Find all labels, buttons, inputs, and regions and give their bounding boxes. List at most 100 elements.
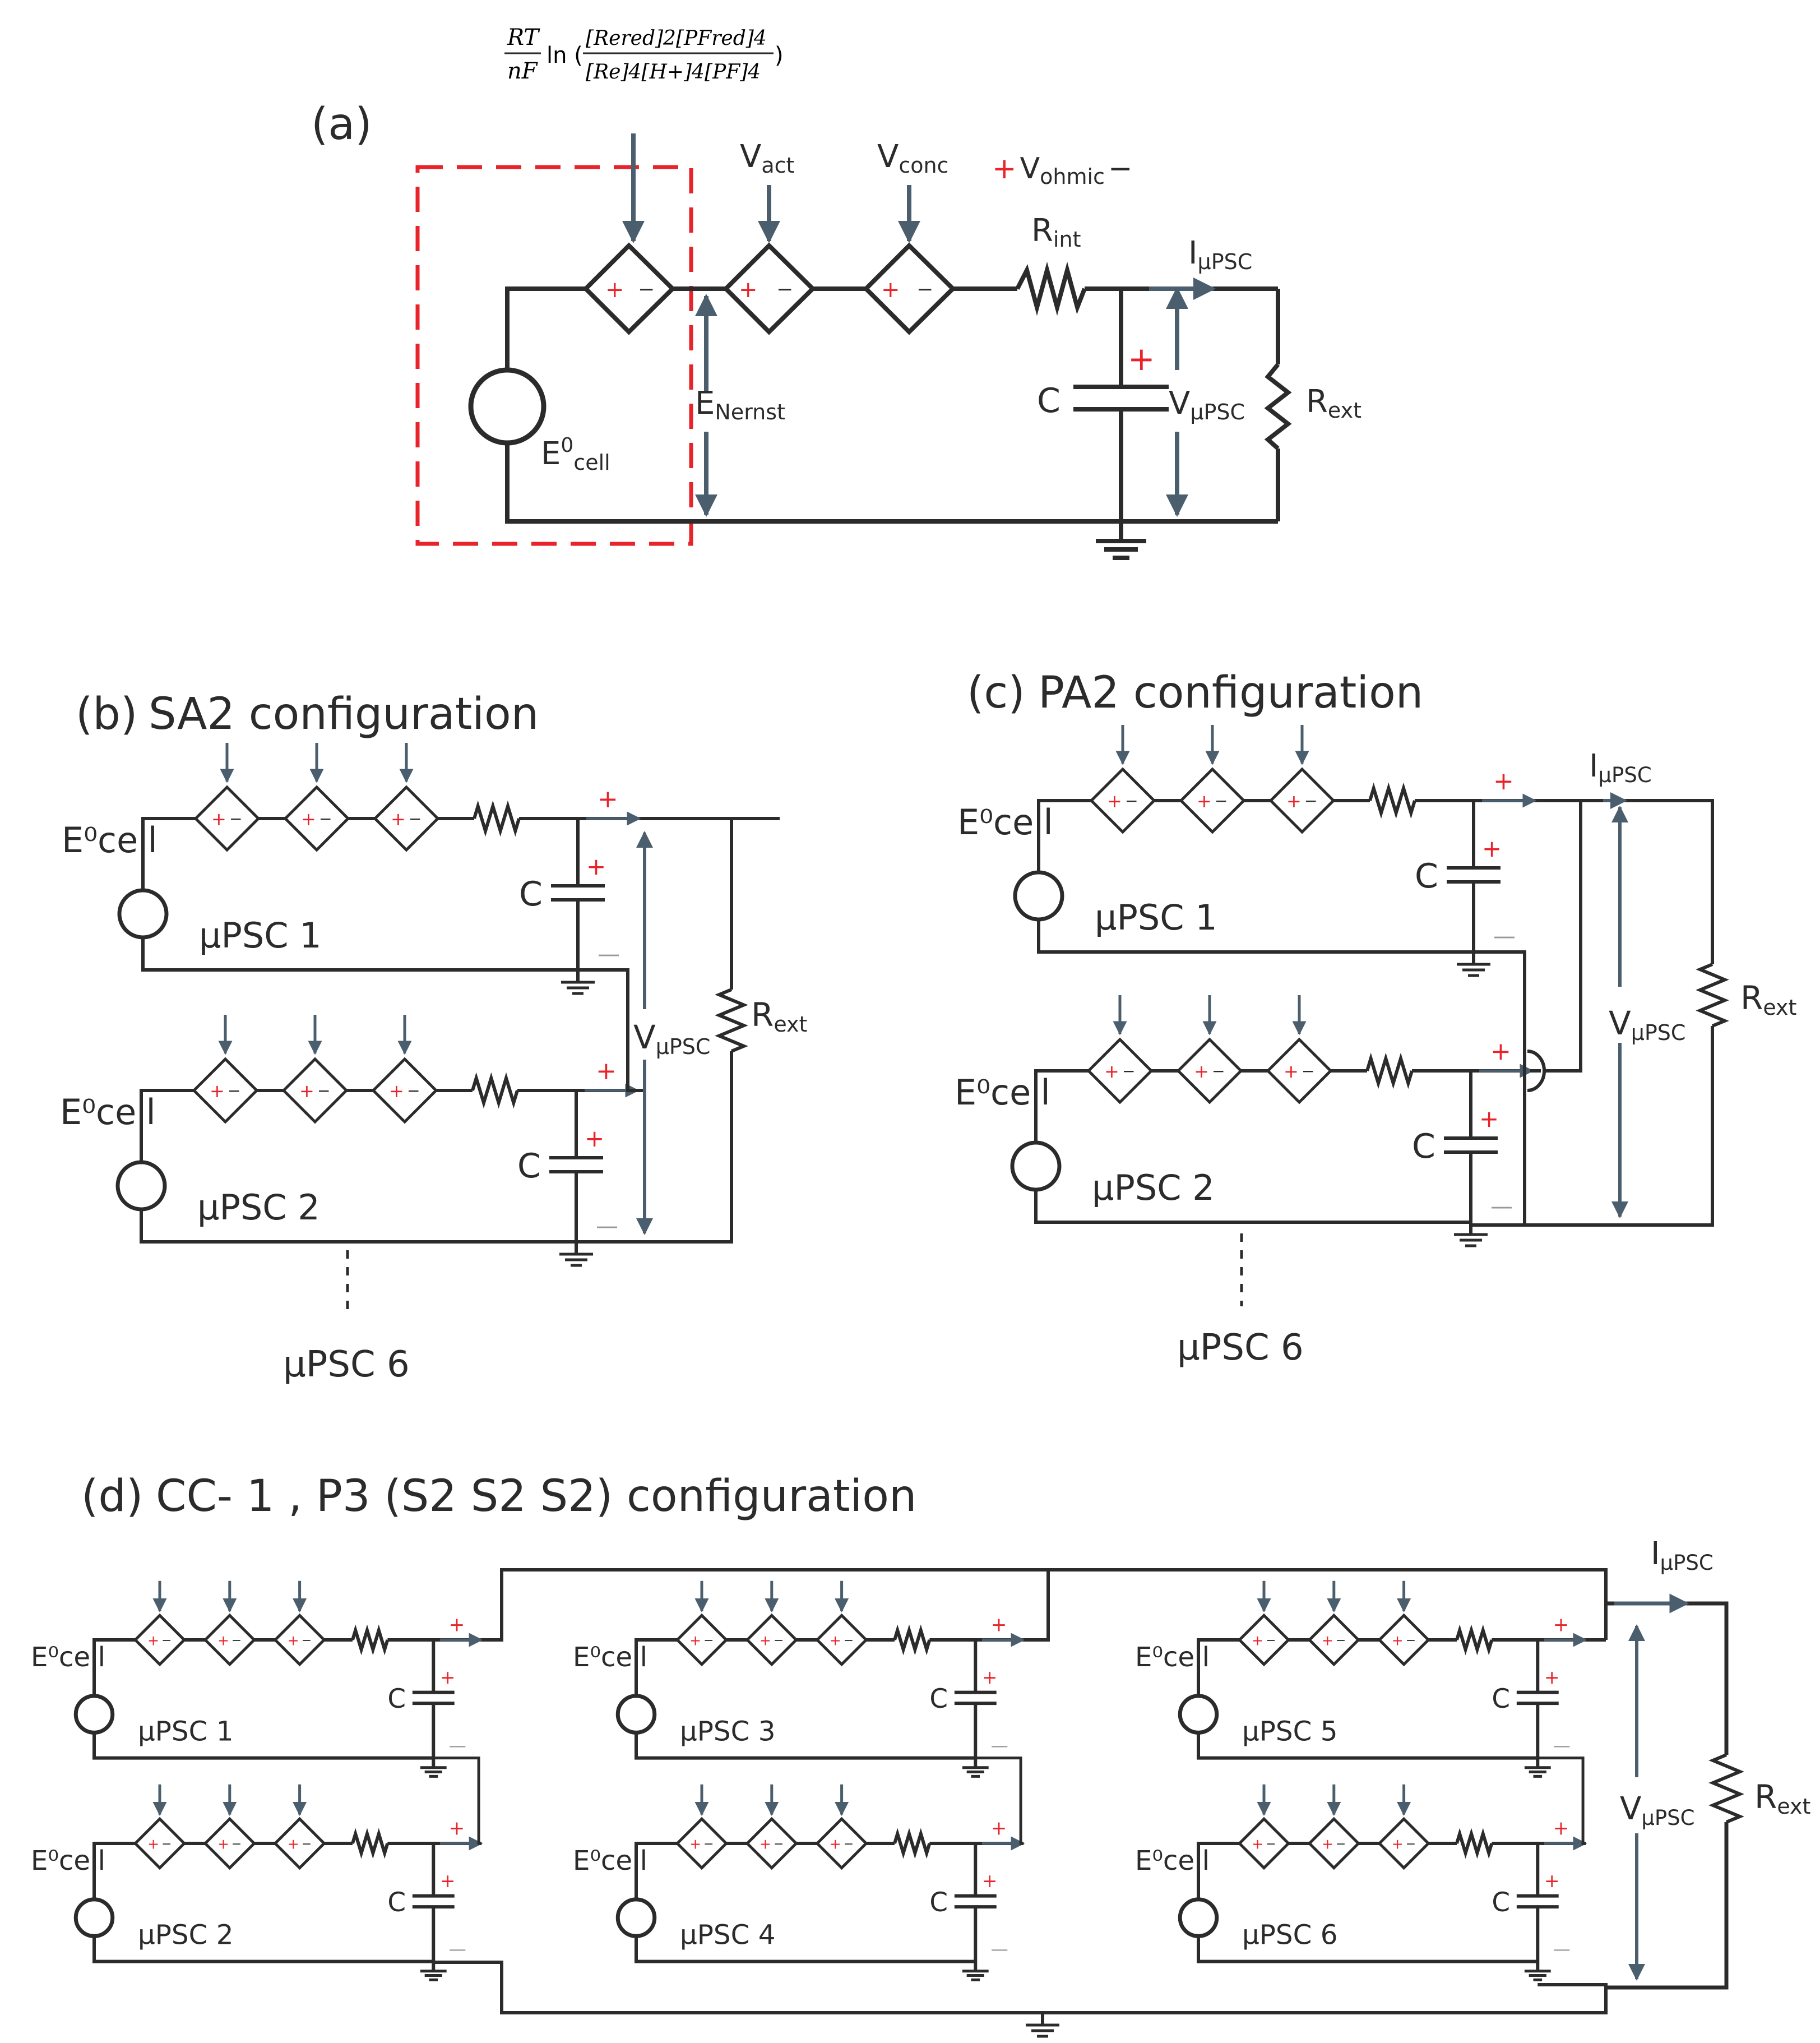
wire [140, 1209, 576, 1244]
dependent-source-plus: + [217, 1836, 229, 1852]
wire [140, 1089, 194, 1163]
panel-a-wires [505, 261, 1292, 560]
capacitor-plus: + [982, 1870, 997, 1892]
resistor [1455, 1624, 1494, 1656]
e-cell-label: E0cell [541, 434, 610, 475]
upsc-label: μPSC 2 [138, 1919, 234, 1950]
dependent-source-plus: + [760, 1836, 771, 1852]
ecell-source [1010, 1140, 1062, 1192]
node-plus: + [1493, 767, 1514, 796]
dependent-source-minus: − [319, 810, 332, 828]
capacitor-label: C [1415, 857, 1438, 896]
wire [92, 1732, 434, 1760]
dependent-source-act: + − [723, 242, 816, 335]
capacitor-plus: + [440, 1870, 455, 1892]
panel-b-title: SA2 configuration [149, 689, 539, 739]
wire [576, 1051, 733, 1244]
dependent-source-minus: − [1336, 1837, 1346, 1851]
dependent-source-plus: + [1392, 1632, 1404, 1648]
capacitor-label: C [387, 1888, 406, 1918]
dependent-source [1307, 1816, 1361, 1870]
resistor [1455, 1828, 1494, 1859]
capacitor-minus: — [449, 1939, 466, 1959]
v-conc-label: Vconc [877, 138, 948, 178]
dependent-source-plus: + [1252, 1836, 1263, 1852]
panel-c-title: PA2 configuration [1038, 668, 1423, 718]
dependent-source-minus: − [1406, 1634, 1416, 1648]
panel-a: (a) + − [311, 99, 1361, 560]
capacitor-label: C [387, 1684, 406, 1714]
node-plus: + [1490, 1037, 1511, 1066]
svg-text:+: + [881, 277, 900, 303]
ecell-source [468, 367, 547, 446]
dependent-source [675, 1816, 729, 1870]
ecell-label: E⁰cell [31, 1845, 105, 1876]
resistor [1365, 1052, 1414, 1089]
wire [481, 1568, 1608, 1642]
upsc-label: μPSC 5 [1242, 1716, 1338, 1747]
dependent-source [675, 1613, 729, 1667]
dependent-source-plus: + [689, 1632, 701, 1648]
wire [1197, 1842, 1240, 1901]
dependent-source-plus: + [391, 808, 406, 830]
wire [1537, 1757, 1586, 1845]
resistor [351, 1624, 390, 1656]
wire [635, 1936, 976, 1963]
dependent-source-plus: + [830, 1632, 841, 1648]
dependent-source-nernst: + − [582, 242, 676, 335]
dependent-source-plus: + [1194, 1061, 1209, 1082]
dependent-source-minus: − [703, 1837, 714, 1851]
capacitor-plus: + [440, 1667, 455, 1688]
wire [635, 1842, 678, 1901]
formula-log-denominator: [Re]4[H+]4[PF]4 [586, 61, 761, 84]
dependent-source-plus: + [211, 808, 226, 830]
dependent-source-minus: − [1125, 792, 1138, 810]
dependent-source [1377, 1613, 1430, 1667]
dependent-source [1086, 1037, 1154, 1104]
dependent-source-plus: + [1104, 1061, 1119, 1082]
dependent-source-minus: − [407, 1081, 420, 1100]
dependent-source-conc: + − [863, 242, 956, 335]
node-plus: + [449, 1817, 465, 1839]
ecell-source [615, 1897, 657, 1938]
panel-b-label: (b) [76, 689, 137, 739]
ecell-label: E⁰cell [62, 820, 158, 861]
dependent-source [1307, 1613, 1361, 1667]
ecell-source [117, 888, 169, 940]
wire [1606, 1601, 1729, 1755]
dependent-source [203, 1613, 257, 1667]
dependent-source [1266, 1037, 1333, 1104]
wire [1603, 799, 1714, 964]
formula-denominator: nF [507, 58, 538, 84]
dependent-source-minus: − [317, 1081, 330, 1100]
i-upsc-label: IμPSC [1188, 235, 1252, 274]
resistor [893, 1828, 932, 1859]
dependent-source-plus: + [689, 1836, 701, 1852]
capacitor-minus: — [991, 1736, 1008, 1756]
dependent-source [371, 1057, 438, 1124]
v-upsc-label: VμPSC [1609, 1004, 1685, 1045]
upsc-label: μPSC 2 [197, 1187, 320, 1228]
upsc-label: μPSC 1 [1095, 897, 1217, 938]
svg-text:−: − [776, 278, 793, 301]
wire [1037, 799, 1091, 873]
dependent-source [203, 1816, 257, 1870]
ecell-source [1013, 870, 1064, 922]
dependent-source-minus: − [1212, 1062, 1225, 1080]
wire [92, 1936, 434, 1963]
dependent-source-plus: + [1197, 791, 1212, 812]
panel-d-title: CC- 1 , P3 (S2 S2 S2) configuration [156, 1471, 916, 1522]
capacitor-label: C [1492, 1684, 1510, 1714]
formula-close: ) [775, 43, 784, 68]
ecell-label: E⁰cell [573, 1642, 647, 1673]
ecell-label: E⁰cell [573, 1845, 647, 1876]
ecell-source [115, 1160, 167, 1212]
panel-c: (c) PA2 configuration +−+−+−++—CE⁰cellμP… [955, 668, 1796, 1369]
dependent-source-minus: − [302, 1837, 312, 1851]
capacitor-label: C [929, 1888, 948, 1918]
resistor [351, 1828, 390, 1859]
